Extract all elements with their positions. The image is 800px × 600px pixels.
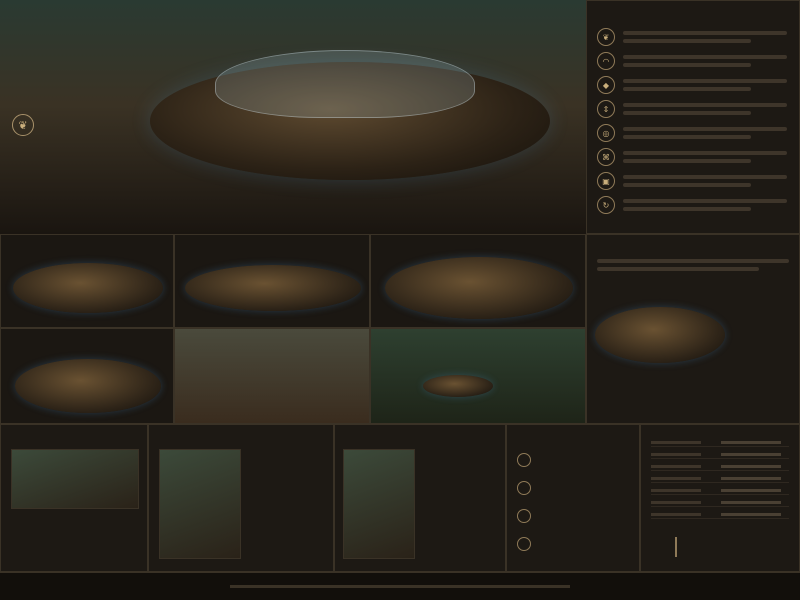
feature-placeholder [623, 55, 787, 59]
feature-placeholder [623, 207, 751, 211]
material-image [11, 449, 139, 509]
spec-value [721, 513, 781, 516]
mechanism-panel [586, 234, 800, 424]
spec-label [651, 489, 701, 492]
cabin-image [159, 449, 241, 559]
spec-row [651, 439, 789, 447]
spec-value [721, 453, 781, 456]
feature-item: ◠ [597, 51, 791, 73]
power-icon: ↻ [597, 196, 615, 214]
vehicle-thumbnail [15, 359, 161, 413]
spec-panel [640, 424, 800, 572]
spec-label [651, 477, 701, 480]
feature-placeholder [623, 103, 787, 107]
spec-row [651, 463, 789, 471]
feature-placeholder [623, 111, 751, 115]
feature-placeholder [623, 199, 787, 203]
brand-logo [675, 537, 785, 557]
spec-value [721, 477, 781, 480]
spec-row [651, 475, 789, 483]
lift-icon: ⇕ [597, 100, 615, 118]
feature-placeholder [623, 159, 751, 163]
feature-placeholder [623, 39, 751, 43]
routing-icon: ⌘ [597, 148, 615, 166]
spec-row [651, 451, 789, 459]
guidance-icon: ◆ [597, 76, 615, 94]
spec-label [651, 501, 701, 504]
feature-item: ◆ [597, 75, 791, 97]
features-panel: ❦ ◠ ◆ ⇕ ◎ ⌘ ▣ ↻ [586, 0, 800, 234]
hero-section: ❦ [0, 0, 586, 234]
cabin-icon: ▣ [597, 172, 615, 190]
spec-label [651, 453, 701, 456]
spec-value [721, 441, 781, 444]
feature-item: ❦ [597, 27, 791, 49]
view-operation [370, 328, 586, 424]
vehicle-thumbnail [385, 257, 573, 319]
network-panel [334, 424, 506, 572]
mechanism-text-placeholder [597, 259, 789, 263]
view-top [370, 234, 586, 328]
feature-placeholder [623, 87, 751, 91]
view-front [0, 234, 174, 328]
spec-value [721, 501, 781, 504]
bus-icon [517, 453, 531, 467]
vehicle-thumbnail [185, 265, 361, 311]
vehicle-thumbnail [423, 375, 493, 397]
taxi-icon [517, 537, 531, 551]
leaf-icon: ❦ [597, 28, 615, 46]
view-rear [0, 328, 174, 424]
spec-row [651, 487, 789, 495]
vehicle-canopy [215, 50, 475, 118]
feature-placeholder [623, 31, 787, 35]
mechanism-text-placeholder [597, 267, 759, 271]
spec-value [721, 489, 781, 492]
spec-row [651, 499, 789, 507]
medical-icon [517, 509, 531, 523]
spec-value [721, 465, 781, 468]
feature-item: ▣ [597, 171, 791, 193]
network-image [343, 449, 415, 559]
stabilizer-icon: ◎ [597, 124, 615, 142]
materials-panel [0, 424, 148, 572]
view-side [174, 234, 370, 328]
view-cabin [174, 328, 370, 424]
spec-row [651, 511, 789, 519]
canopy-icon: ◠ [597, 52, 615, 70]
feature-placeholder [623, 135, 751, 139]
feature-placeholder [623, 63, 751, 67]
feature-item: ⇕ [597, 99, 791, 121]
spec-label [651, 465, 701, 468]
feature-placeholder [623, 175, 787, 179]
cabin-panel [148, 424, 334, 572]
car-icon [517, 481, 531, 495]
footer-tagline-placeholder [230, 585, 570, 588]
feature-placeholder [623, 127, 787, 131]
feature-item: ◎ [597, 123, 791, 145]
feature-item: ↻ [597, 195, 791, 217]
leaf-icon: ❦ [12, 114, 34, 136]
footer [0, 572, 800, 600]
spec-label [651, 441, 701, 444]
feature-placeholder [623, 151, 787, 155]
vehicle-thumbnail [13, 263, 163, 313]
feature-placeholder [623, 79, 787, 83]
vehicle-cutaway [595, 307, 725, 363]
feature-placeholder [623, 183, 751, 187]
use-cases-panel [506, 424, 640, 572]
spec-label [651, 513, 701, 516]
feature-item: ⌘ [597, 147, 791, 169]
